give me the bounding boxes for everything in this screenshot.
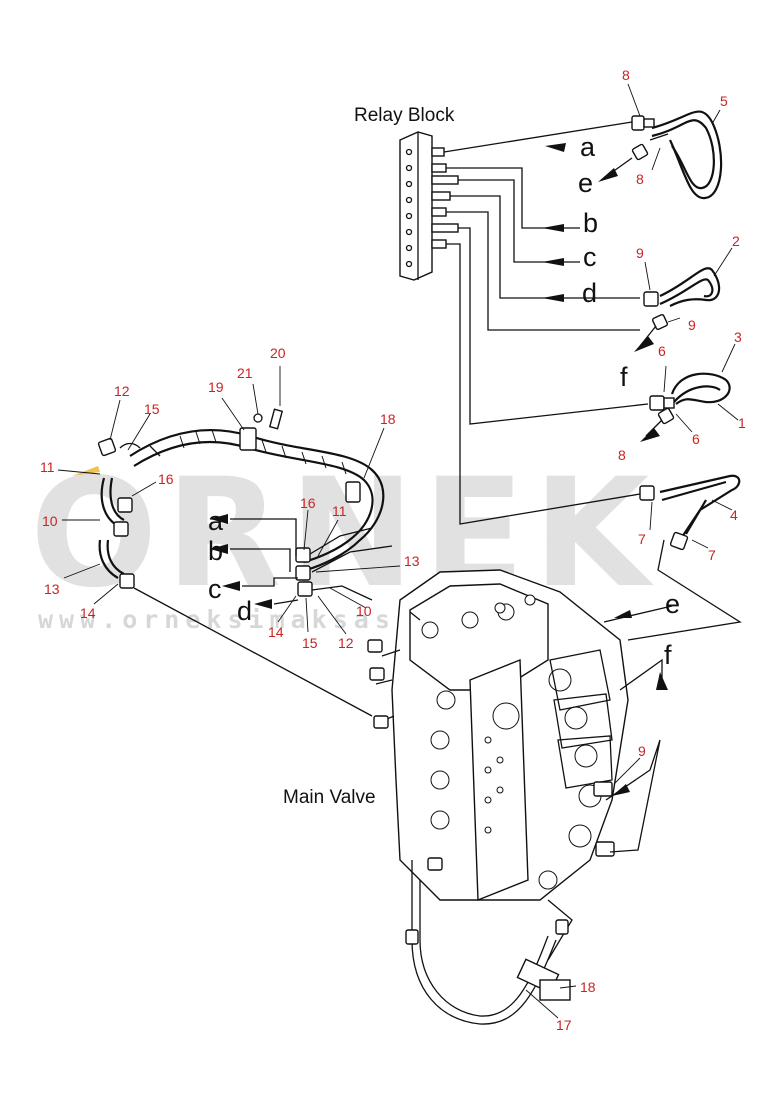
arrow-letter-labels: a e b c d f a b c d e f — [208, 132, 680, 670]
callout-6: 6 — [692, 431, 700, 447]
callout-12: 12 — [114, 383, 130, 399]
callout-11: 11 — [332, 503, 347, 519]
callout-numbers: 8 5 8 2 9 9 3 6 1 6 8 4 7 7 20 21 19 12 … — [40, 67, 746, 1033]
callout-6: 6 — [658, 343, 666, 359]
callout-10: 10 — [42, 513, 58, 529]
main-valve — [367, 569, 629, 902]
connection-lines — [133, 539, 742, 1025]
hose-4 — [639, 474, 741, 551]
callout-2: 2 — [732, 233, 740, 249]
hose-assembly-5 — [598, 110, 723, 200]
letter-c-left: c — [208, 574, 222, 604]
callout-16: 16 — [158, 471, 174, 487]
left-hose-assembly — [72, 408, 393, 605]
callout-17: 17 — [556, 1017, 572, 1033]
callout-15: 15 — [144, 401, 160, 417]
letter-b-left: b — [208, 536, 223, 566]
callout-8: 8 — [622, 67, 630, 83]
callout-5: 5 — [720, 93, 728, 109]
callout-15: 15 — [302, 635, 318, 651]
relay-block-label: Relay Block — [354, 105, 455, 126]
letter-d-left: d — [237, 596, 252, 626]
callout-18: 18 — [580, 979, 596, 995]
callout-13: 13 — [404, 553, 420, 569]
letter-f-top: f — [620, 362, 628, 392]
callout-8: 8 — [636, 171, 644, 187]
leader-lines — [57, 83, 739, 1019]
letter-a-right: a — [580, 132, 596, 162]
main-valve-label: Main Valve — [283, 787, 376, 808]
letter-e-top: e — [578, 168, 593, 198]
callout-7: 7 — [638, 531, 646, 547]
letter-b-right: b — [583, 208, 598, 238]
callout-20: 20 — [270, 345, 286, 361]
callout-8: 8 — [618, 447, 626, 463]
callout-9: 9 — [636, 245, 644, 261]
callout-16: 16 — [300, 495, 316, 511]
callout-18: 18 — [380, 411, 396, 427]
letter-d-right: d — [582, 278, 597, 308]
callout-9: 9 — [688, 317, 696, 333]
callout-4: 4 — [730, 507, 738, 523]
callout-14: 14 — [80, 605, 96, 621]
callout-11: 11 — [40, 459, 55, 475]
callout-10: 10 — [356, 603, 372, 619]
callout-19: 19 — [208, 379, 224, 395]
callout-12: 12 — [338, 635, 354, 651]
letter-a-left: a — [208, 506, 224, 536]
callout-14: 14 — [268, 624, 284, 640]
letter-c-right: c — [583, 242, 597, 272]
callout-13: 13 — [44, 581, 60, 597]
callout-1: 1 — [738, 415, 746, 431]
hose-assembly-2 — [634, 267, 721, 352]
letter-e-bottom: e — [665, 589, 680, 619]
relay-block — [399, 131, 459, 281]
callout-3: 3 — [734, 329, 742, 345]
direction-arrows — [210, 143, 566, 609]
routing-lines — [443, 121, 649, 525]
callout-7: 7 — [708, 547, 716, 563]
callout-9: 9 — [638, 743, 646, 759]
callout-21: 21 — [237, 365, 253, 381]
hose-assembly-3 — [640, 372, 731, 442]
letter-f-bottom: f — [664, 640, 672, 670]
